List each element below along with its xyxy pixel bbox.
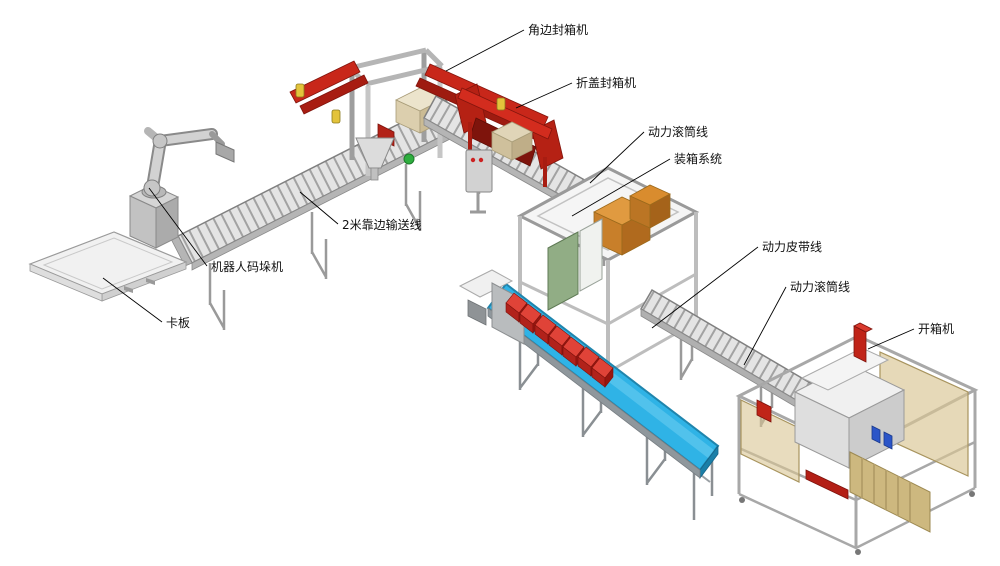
erector-plate [800,347,890,391]
callout-labels: 角边封箱机 折盖封箱机 动力滚筒线 装箱系统 动力皮带线 动力滚筒线 开箱机 2… [166,22,954,336]
erector-frame-posts [737,336,977,548]
red-rail [289,60,361,104]
cardboard-sheets [861,458,911,522]
label-robot-palletizer: 机器人码垛机 [211,259,283,274]
caster [855,549,861,555]
leader-line [867,328,915,350]
infeed-tray [458,269,514,298]
pallet [28,231,188,302]
red-unit [756,399,772,423]
red-device-top [853,322,873,333]
red-bar [805,469,849,500]
label-roller-line-right: 动力滚筒线 [790,279,850,294]
yellow-accent [496,97,506,111]
robot-gripper [215,141,235,163]
belt-conveyor [458,269,720,520]
robot-palletizer [128,127,235,249]
roller-surface [639,288,814,405]
case-packing-system [516,166,700,374]
pedestal-side [155,196,179,249]
red-arch-beam [457,87,553,140]
flap-sealer-machine [415,63,564,214]
leader-line [571,158,671,217]
pallet-notch [124,286,133,293]
robot-elbow-joint [152,133,168,149]
funnel-stem [370,167,379,181]
leader-lines [102,29,915,366]
yellow-accent [295,83,305,98]
pallet-notch [146,278,155,285]
belt-motor [467,299,487,326]
label-corner-sealer: 角边封箱机 [528,22,588,37]
case-erector-machine [735,322,979,555]
leader-line [743,286,787,366]
label-packing-system: 装箱系统 [674,151,722,166]
leader-line [148,187,208,267]
leader-line [102,277,163,323]
leader-line [651,246,759,329]
leader-line [445,29,525,72]
blue-unit [871,425,881,444]
label-edge-conveyor-2m: 2米靠边输送线 [342,217,422,232]
orange-box-side [649,193,671,229]
robot-upper-arm-face [156,130,216,145]
belt-side [487,307,701,479]
label-pallet: 卡板 [166,316,190,330]
pallet-left-edge [29,263,103,302]
green-panel [547,231,579,311]
blue-unit [883,431,893,450]
robot-wrist [209,131,225,147]
red-rail [299,74,369,115]
label-belt-line: 动力皮带线 [762,240,822,254]
white-panel [579,218,603,292]
cabinet-stand [470,192,486,214]
leader-line [299,191,339,225]
leader-line [515,82,573,109]
leader-line [589,131,645,184]
yellow-accent [331,109,341,124]
funnel [355,137,395,169]
label-case-erector: 开箱机 [918,321,954,336]
caster [969,491,975,497]
label-flap-sealer: 折盖封箱机 [576,75,636,90]
robot-shoulder-joint [143,179,161,197]
label-roller-line-top: 动力滚筒线 [648,124,708,139]
caster [739,497,745,503]
carton-side [511,131,533,161]
cabinet-button [478,157,484,163]
green-button [403,153,415,165]
gantry-beam [348,47,444,87]
safety-panel-left [740,399,800,483]
control-cabinet [465,149,493,193]
cabinet-button [470,157,476,163]
conveyor-side [640,308,802,411]
corner-sealer-machine [289,47,445,181]
pallet-slot-outline [42,237,174,290]
conveyor-leg [208,164,422,330]
